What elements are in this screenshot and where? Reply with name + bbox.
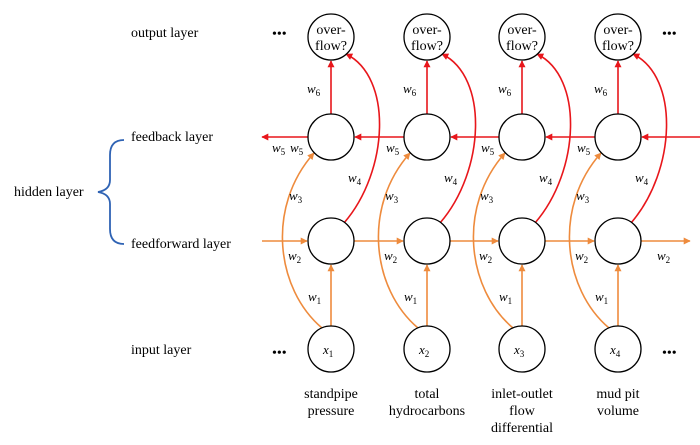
output-node-text: over- — [507, 23, 537, 38]
output-ellipsis-left: ••• — [272, 27, 287, 42]
weight-w4: w4 — [444, 170, 458, 187]
weight-w3: w3 — [289, 188, 303, 205]
feedback-node — [498, 113, 546, 161]
feedforward-node — [594, 217, 642, 265]
feedforward-to-output-arrow — [439, 53, 477, 224]
weight-w3: w3 — [576, 188, 590, 205]
output-node: over-flow? — [307, 13, 355, 61]
input-node: x2 — [403, 325, 451, 373]
weight-w1: w1 — [595, 289, 608, 306]
weight-w2-right: w2 — [657, 248, 670, 265]
weight-w4: w4 — [348, 170, 362, 187]
hidden-layer-label: hidden layer — [14, 185, 84, 200]
weight-w4: w4 — [635, 170, 649, 187]
input-variable: x3 — [513, 342, 525, 359]
weight-w3: w3 — [480, 188, 494, 205]
output-node-text: flow? — [411, 39, 443, 54]
feedback-node — [594, 113, 642, 161]
weight-w5: w5 — [481, 140, 495, 157]
input-feature-label: flow — [509, 404, 536, 419]
input-to-feedback-arrow — [568, 152, 610, 329]
feedforward-to-output-arrow — [534, 53, 572, 224]
input-variable: x1 — [322, 342, 333, 359]
output-node-text: flow? — [506, 39, 538, 54]
input-feature-label: total — [415, 387, 440, 402]
output-node-text: over- — [603, 23, 633, 38]
output-node: over-flow? — [498, 13, 546, 61]
weight-w6: w6 — [307, 81, 321, 98]
input-node: x3 — [498, 325, 546, 373]
weight-w2: w2 — [288, 248, 301, 265]
input-variable: x2 — [418, 342, 429, 359]
weight-w6: w6 — [403, 81, 417, 98]
weight-w5: w5 — [290, 140, 304, 157]
weight-w5-left: w5 — [272, 140, 286, 157]
neuron-nodes: over-flow? x1 over-flow? x2 over-flow? x3 over… — [307, 13, 642, 373]
input-node: x1 — [307, 325, 355, 373]
feedforward-to-output-arrow — [343, 53, 381, 224]
weight-w3: w3 — [385, 188, 399, 205]
connection-edges — [261, 53, 700, 329]
input-variable: x4 — [609, 342, 621, 359]
weight-w1: w1 — [308, 289, 321, 306]
input-feature-label: standpipe — [304, 387, 358, 402]
input-ellipsis-left: ••• — [272, 346, 287, 361]
output-node: over-flow? — [403, 13, 451, 61]
feedforward-node — [403, 217, 451, 265]
input-ellipsis-right: ••• — [662, 346, 677, 361]
input-to-feedback-arrow — [377, 152, 419, 329]
feedforward-node — [498, 217, 546, 265]
weight-w6: w6 — [594, 81, 608, 98]
input-feature-label: mud pit — [596, 387, 639, 402]
weight-w4: w4 — [539, 170, 553, 187]
weight-w2: w2 — [575, 248, 588, 265]
weight-w5: w5 — [386, 140, 400, 157]
output-layer-label: output layer — [131, 26, 199, 41]
hidden-layer-brace — [97, 139, 125, 245]
input-feature-label: volume — [597, 404, 639, 419]
feedforward-node — [307, 217, 355, 265]
input-feature-label: hydrocarbons — [389, 404, 465, 419]
input-to-feedback-arrow — [472, 152, 514, 329]
input-node: x4 — [594, 325, 642, 373]
output-node-text: flow? — [602, 39, 634, 54]
weight-w5: w5 — [577, 140, 591, 157]
input-feature-label: differential — [491, 421, 553, 436]
output-ellipsis-right: ••• — [662, 27, 677, 42]
input-layer-label: input layer — [131, 343, 192, 358]
feedback-node — [403, 113, 451, 161]
output-node-text: over- — [412, 23, 442, 38]
weight-w6: w6 — [498, 81, 512, 98]
input-feature-label: pressure — [308, 404, 355, 419]
weight-w1: w1 — [499, 289, 512, 306]
feedback-node — [307, 113, 355, 161]
weight-w2: w2 — [479, 248, 492, 265]
feedback-layer-label: feedback layer — [131, 130, 213, 145]
weight-w2: w2 — [384, 248, 397, 265]
weight-w1: w1 — [404, 289, 417, 306]
input-feature-label: inlet-outlet — [491, 387, 553, 402]
feedforward-to-output-arrow — [630, 53, 668, 224]
feedforward-layer-label: feedforward layer — [131, 237, 231, 252]
output-node-text: over- — [316, 23, 346, 38]
input-to-feedback-arrow — [281, 152, 323, 329]
output-node: over-flow? — [594, 13, 642, 61]
output-node-text: flow? — [315, 39, 347, 54]
